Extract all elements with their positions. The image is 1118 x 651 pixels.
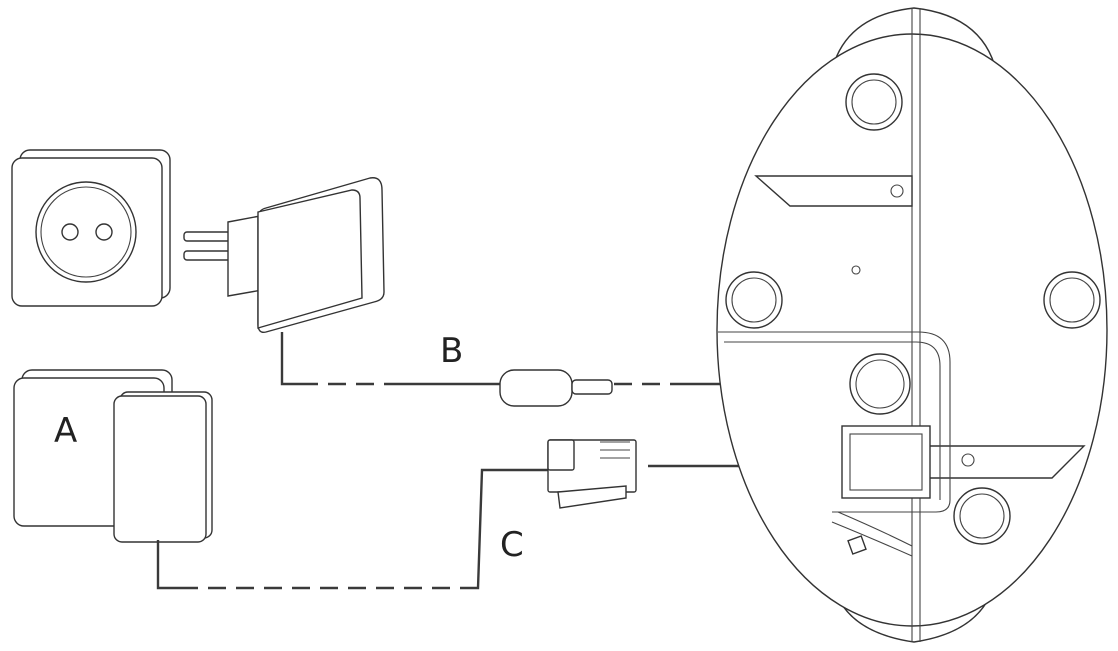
label-b: B — [440, 331, 463, 371]
phone-socket — [841, 425, 931, 499]
power-socket — [849, 353, 911, 415]
rubber-foot-bottom-right — [953, 487, 1011, 545]
wall-socket — [11, 149, 171, 307]
base-station — [716, 7, 1108, 643]
label-c: C — [500, 525, 524, 565]
cable-c — [156, 439, 826, 590]
label-a: A — [54, 411, 77, 451]
rubber-foot-right — [1043, 271, 1101, 329]
rubber-foot-left — [725, 271, 783, 329]
rubber-foot-top-left — [845, 73, 903, 131]
phone-jack-box — [13, 369, 213, 543]
rj-connector — [547, 439, 637, 509]
power-adapter — [183, 177, 385, 334]
